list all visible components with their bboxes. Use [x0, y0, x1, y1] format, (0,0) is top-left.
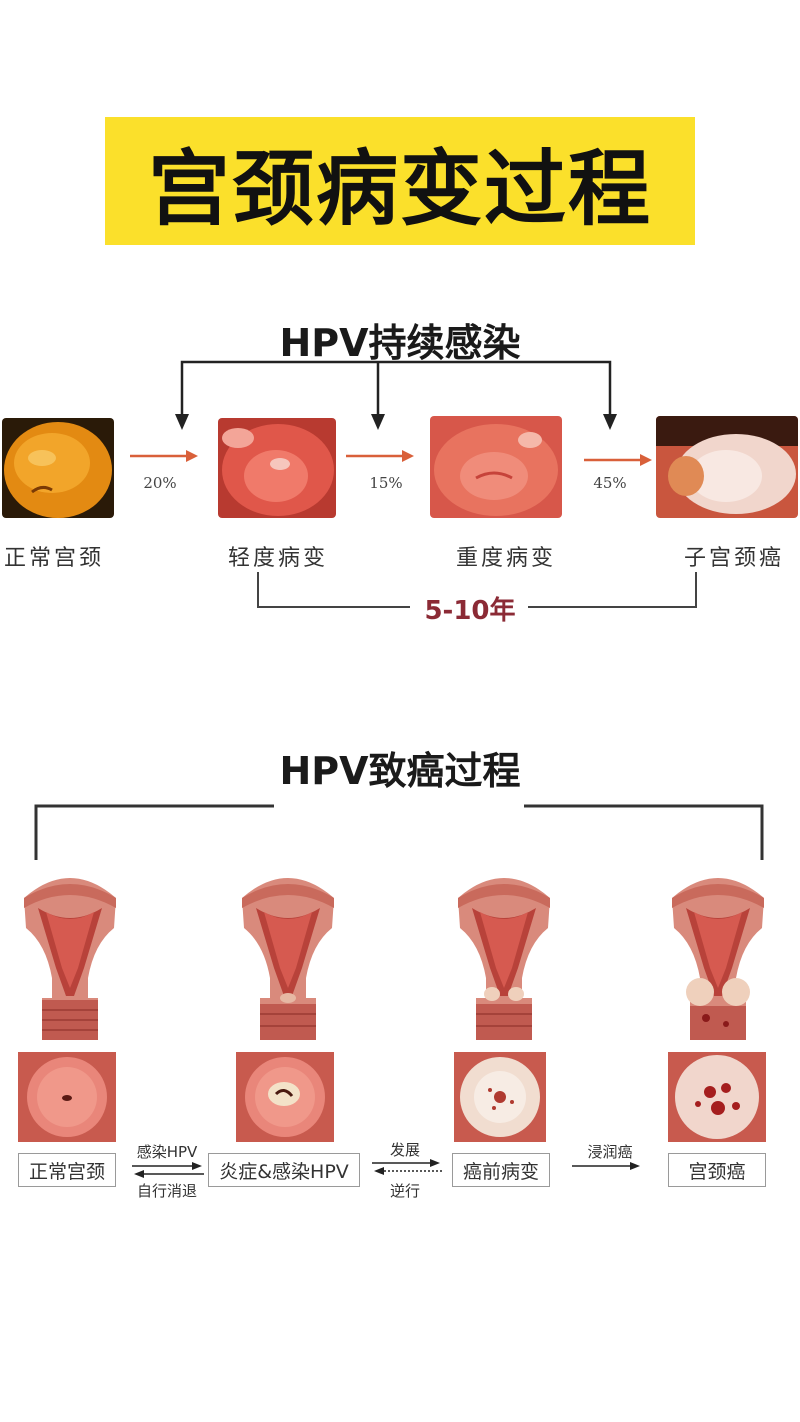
severe-progression-rate: 15% [369, 474, 403, 492]
stage-box-normal: 正常宫颈 [18, 1153, 116, 1187]
stage-box-precancer: 癌前病变 [452, 1153, 550, 1187]
uterus-diagram-inflammation [242, 878, 334, 1040]
uterus-diagram-precancer [458, 878, 550, 1040]
page-title: 宫颈病变过程 [147, 141, 652, 237]
mild-progression-rate: 20% [143, 474, 177, 492]
cervix-view-inflammation [236, 1052, 334, 1142]
transition-reverse-label: 逆行 [389, 1182, 420, 1200]
cervix-view-normal [18, 1052, 116, 1142]
cervical-cancer-image [656, 416, 798, 518]
cervix-view-precancer [454, 1052, 546, 1142]
stage-label-cancer: 子宫颈癌 [683, 546, 784, 571]
stage-box-inflammation: 炎症&感染HPV [208, 1153, 360, 1187]
hpv-persistent-infection-heading: HPV持续感染 [279, 321, 521, 365]
stage-label-normal: 正常宫颈 [3, 546, 104, 571]
stage-label-mild: 轻度病变 [227, 546, 328, 571]
normal-cervix-image [2, 418, 114, 518]
uterus-diagram-normal [24, 878, 116, 1040]
stage-label-severe: 重度病变 [455, 546, 556, 571]
infection-bracket [130, 360, 697, 608]
transition-develop-label: 发展 [389, 1141, 420, 1159]
stage-box-cancer: 宫颈癌 [668, 1153, 766, 1187]
transition-regress-label: 自行消退 [136, 1182, 197, 1200]
cancer-progression-rate: 45% [593, 474, 627, 492]
transition-invasive-label: 浸润癌 [587, 1143, 633, 1161]
carcinogenesis-bracket [34, 804, 764, 860]
transition-arrows [132, 1159, 640, 1178]
transition-infect-label: 感染HPV [136, 1143, 198, 1161]
title-banner: 宫颈病变过程 [105, 117, 695, 245]
uterus-diagram-cancer [672, 878, 764, 1040]
duration-label: 5-10年 [424, 596, 516, 626]
severe-lesion-image [430, 416, 562, 518]
hpv-carcinogenesis-heading: HPV致癌过程 [279, 749, 521, 793]
mild-lesion-image [218, 418, 336, 518]
cervix-view-cancer [668, 1052, 766, 1142]
